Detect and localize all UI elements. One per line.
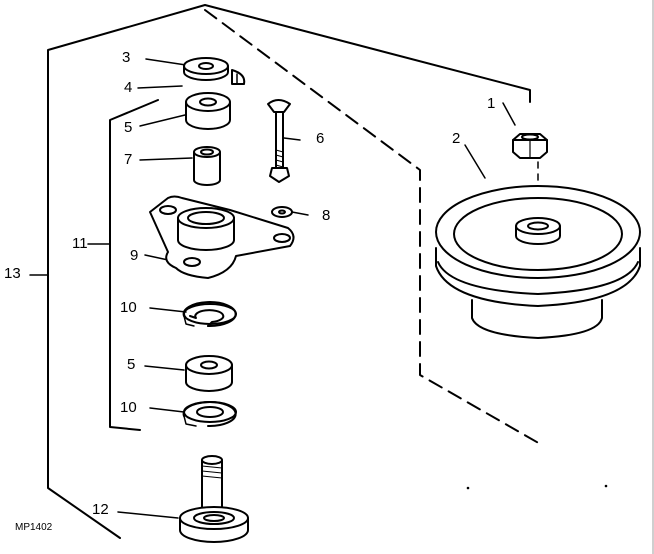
part-3-washer [183,57,229,81]
part-7-spacer [193,146,221,186]
part-5-bearing-lower [185,355,233,392]
part-2-pulley [435,185,641,339]
callout-8: 8 [322,207,331,224]
callout-7: 7 [124,151,133,168]
leader-lines [29,58,516,519]
callout-10-upper: 10 [120,299,137,316]
part-10-snap-ring-upper [182,301,237,328]
subassembly-bracket-11 [109,99,159,431]
callout-9: 9 [130,247,139,264]
part-4-key [231,69,246,85]
callout-5-lower: 5 [127,356,136,373]
part-5-bearing-upper [185,92,231,130]
part-9-housing [149,195,295,279]
part-10-snap-ring-lower [182,401,237,428]
callout-1: 1 [487,95,496,112]
callout-12: 12 [92,501,109,518]
figure-id: MP1402 [15,522,53,533]
callout-4: 4 [124,79,133,96]
callout-11: 11 [72,235,88,252]
callout-6: 6 [316,130,325,147]
part-6-bolt [267,99,291,183]
part-8-washer [271,206,293,218]
callout-10-lower: 10 [120,399,137,416]
part-12-spindle [179,455,249,543]
dashed-enclosure [204,9,543,446]
part-1-nut [512,133,548,159]
scan-specks [466,484,608,490]
assembly-bracket-13 [47,4,531,539]
callout-2: 2 [452,130,461,147]
callout-3: 3 [122,49,131,66]
callout-5-upper: 5 [124,119,133,136]
callout-13: 13 [4,265,21,282]
